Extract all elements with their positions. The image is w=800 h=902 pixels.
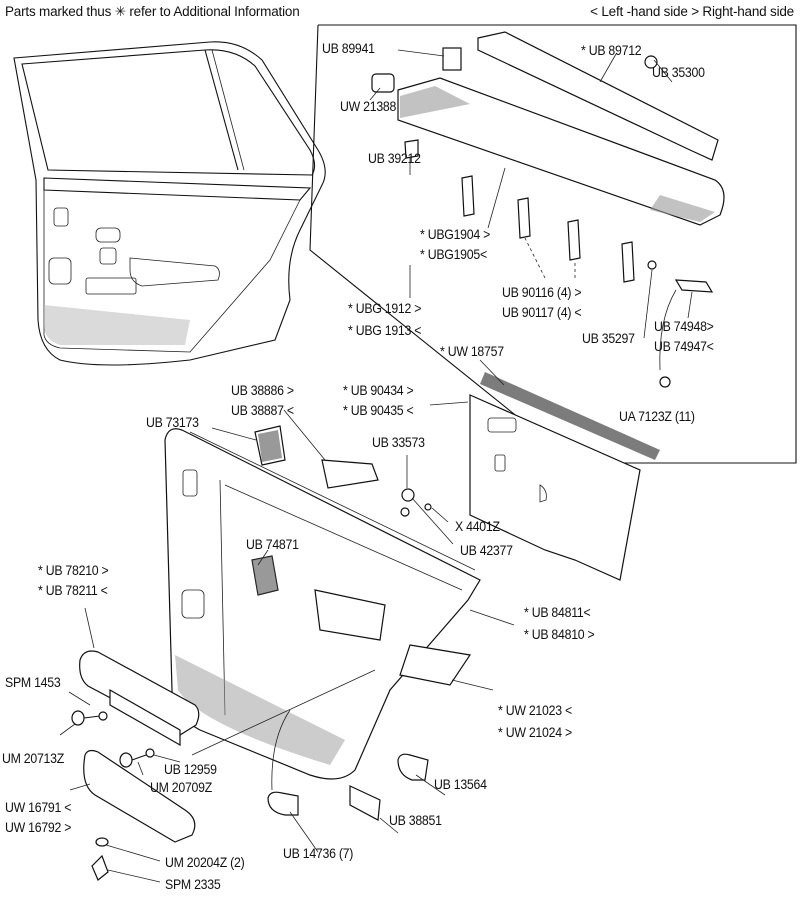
- callout-uw21388: UW 21388: [340, 98, 397, 114]
- callout-ub90434: * UB 90434 >: [343, 382, 414, 398]
- door-overview-illustration: [13, 41, 326, 366]
- callout-ub84811: * UB 84811<: [524, 604, 591, 620]
- callout-ub73173: UB 73173: [146, 414, 199, 430]
- callout-ub38851: UB 38851: [389, 812, 442, 828]
- callout-uw16792: UW 16792 >: [5, 819, 72, 835]
- callout-uw16791: UW 16791 <: [5, 799, 72, 815]
- callout-um20713z: UM 20713Z: [2, 750, 64, 766]
- callout-ub89941: UB 89941: [322, 40, 375, 56]
- callout-ub35300: UB 35300: [652, 64, 705, 80]
- callout-ub90435: * UB 90435 <: [343, 402, 414, 418]
- inset-frame: [309, 24, 797, 464]
- callout-ub90117: UB 90117 (4) <: [502, 304, 582, 320]
- callout-ub39212: UB 39212: [368, 150, 421, 166]
- callout-ub84810: * UB 84810 >: [524, 626, 595, 642]
- clips: [267, 753, 429, 821]
- leader-lines: [59, 49, 693, 883]
- callout-um20204z: UM 20204Z (2): [165, 854, 245, 870]
- callout-ub38886: UB 38886 >: [231, 382, 294, 398]
- callout-ua7123z: UA 7123Z (11): [619, 408, 695, 424]
- callout-ubg1913: * UBG 1913 <: [348, 322, 422, 338]
- callout-ub13564: UB 13564: [434, 776, 487, 792]
- small-fasteners: [400, 488, 432, 517]
- callout-ub74947: UB 74947<: [654, 338, 714, 354]
- callout-ub14736: UB 14736 (7): [283, 845, 354, 861]
- callout-spm1453: SPM 1453: [5, 674, 61, 690]
- main-door-trim-panel: [164, 425, 481, 780]
- callout-ub74948: UB 74948>: [654, 318, 714, 334]
- additional-info-note: Parts marked thus ✳ refer to Additional …: [5, 4, 300, 19]
- callout-ubg1905: * UBG1905<: [420, 246, 487, 262]
- callout-ubg1912: * UBG 1912 >: [348, 300, 422, 316]
- callout-ub38887: UB 38887 <: [231, 402, 294, 418]
- side-legend: < Left -hand side > Right-hand side: [590, 4, 794, 19]
- callout-ubg1904: * UBG1904 >: [420, 226, 491, 242]
- callout-ub74871: UB 74871: [246, 536, 299, 552]
- callout-ub78210: * UB 78210 >: [38, 562, 109, 578]
- screws-and-washers: [71, 710, 155, 881]
- armrest-lower: [83, 749, 196, 843]
- callout-ub90116: UB 90116 (4) >: [502, 284, 582, 300]
- callout-um20709z: UM 20709Z: [150, 779, 212, 795]
- callout-spm2335: SPM 2335: [165, 876, 221, 892]
- callout-ub78211: * UB 78211 <: [38, 582, 108, 598]
- callout-uw18757: * UW 18757: [440, 343, 504, 359]
- upper-rail-assembly: [371, 31, 725, 388]
- callout-ub35297: UB 35297: [582, 330, 635, 346]
- callout-x4401z: X 4401Z: [455, 518, 500, 534]
- callout-ub33573: UB 33573: [372, 434, 425, 450]
- callout-uw21024: * UW 21024 >: [498, 724, 572, 740]
- callout-ub12959: UB 12959: [164, 761, 217, 777]
- callout-ub89712: * UB 89712: [581, 42, 642, 58]
- callout-uw21023: * UW 21023 <: [498, 702, 572, 718]
- trim-panel-rear: [469, 372, 660, 581]
- callout-ub42377: UB 42377: [460, 542, 513, 558]
- armrest-upper: [79, 650, 200, 747]
